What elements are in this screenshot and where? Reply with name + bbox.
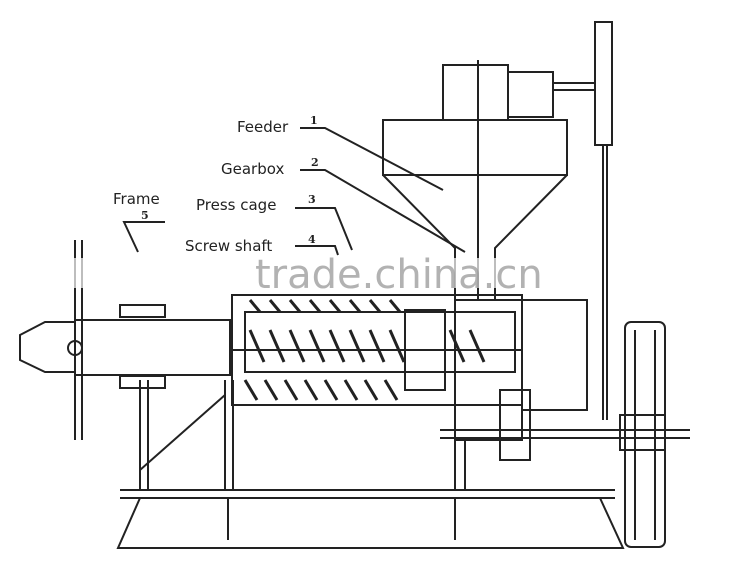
screw-shaft-end	[19, 240, 231, 440]
label-number-3: 3	[308, 193, 316, 206]
pulley	[624, 321, 666, 548]
label-gearbox: Gearbox	[221, 160, 284, 178]
watermark: trade.china.cn	[255, 252, 543, 298]
screw-flights	[243, 299, 486, 401]
frame	[116, 380, 625, 549]
label-frame: Frame	[113, 190, 160, 208]
label-feeder: Feeder	[237, 118, 289, 136]
drive-rod	[594, 21, 613, 420]
leader-lines	[122, 127, 466, 256]
label-number-5: 5	[141, 209, 149, 222]
leader-line-2	[300, 169, 466, 253]
leader-line-3	[295, 207, 353, 251]
watermark-band	[55, 258, 590, 288]
label-press-cage: Press cage	[196, 196, 276, 214]
gearbox	[440, 299, 690, 461]
leader-line-5	[122, 221, 165, 253]
leader-line-4	[295, 245, 339, 256]
leader-line-1	[300, 127, 444, 191]
label-number-1: 1	[310, 114, 318, 127]
label-number-2: 2	[311, 156, 319, 169]
label-number-4: 4	[308, 233, 316, 246]
label-screw-shaft: Screw shaft	[185, 237, 272, 255]
